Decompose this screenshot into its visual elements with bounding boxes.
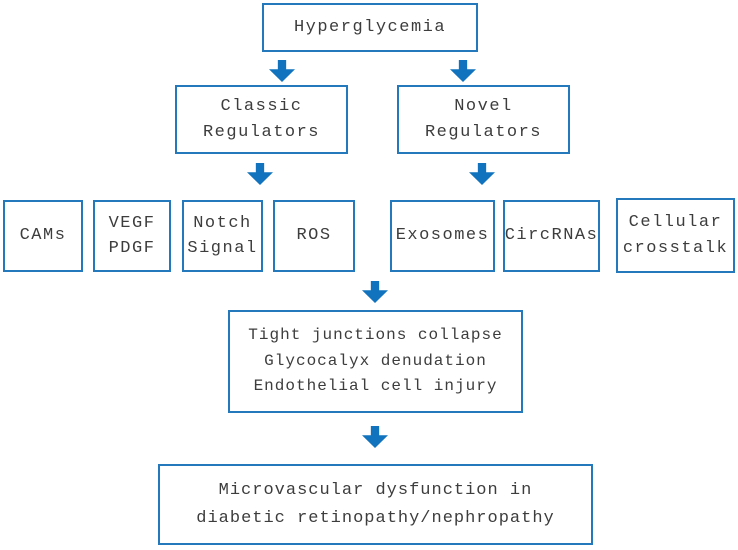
node-circrnas: CircRNAs bbox=[503, 200, 600, 272]
arrow-down-icon bbox=[247, 163, 273, 185]
arrow-down-icon bbox=[450, 60, 476, 82]
node-notch-signal: Notch Signal bbox=[182, 200, 263, 272]
node-microvascular-dysfunction: Microvascular dysfunction in diabetic re… bbox=[158, 464, 593, 545]
node-endothelial-injury: Tight junctions collapse Glycocalyx denu… bbox=[228, 310, 523, 413]
arrow-down-icon bbox=[469, 163, 495, 185]
node-hyperglycemia: Hyperglycemia bbox=[262, 3, 478, 52]
node-novel-regulators: Novel Regulators bbox=[397, 85, 570, 154]
node-exosomes: Exosomes bbox=[390, 200, 495, 272]
arrow-down-icon bbox=[362, 281, 388, 303]
node-cellular-crosstalk: Cellular crosstalk bbox=[616, 198, 735, 273]
node-ros: ROS bbox=[273, 200, 355, 272]
node-classic-regulators: Classic Regulators bbox=[175, 85, 348, 154]
arrow-down-icon bbox=[362, 426, 388, 448]
node-cams: CAMs bbox=[3, 200, 83, 272]
node-vegf-pdgf: VEGF PDGF bbox=[93, 200, 171, 272]
arrow-down-icon bbox=[269, 60, 295, 82]
